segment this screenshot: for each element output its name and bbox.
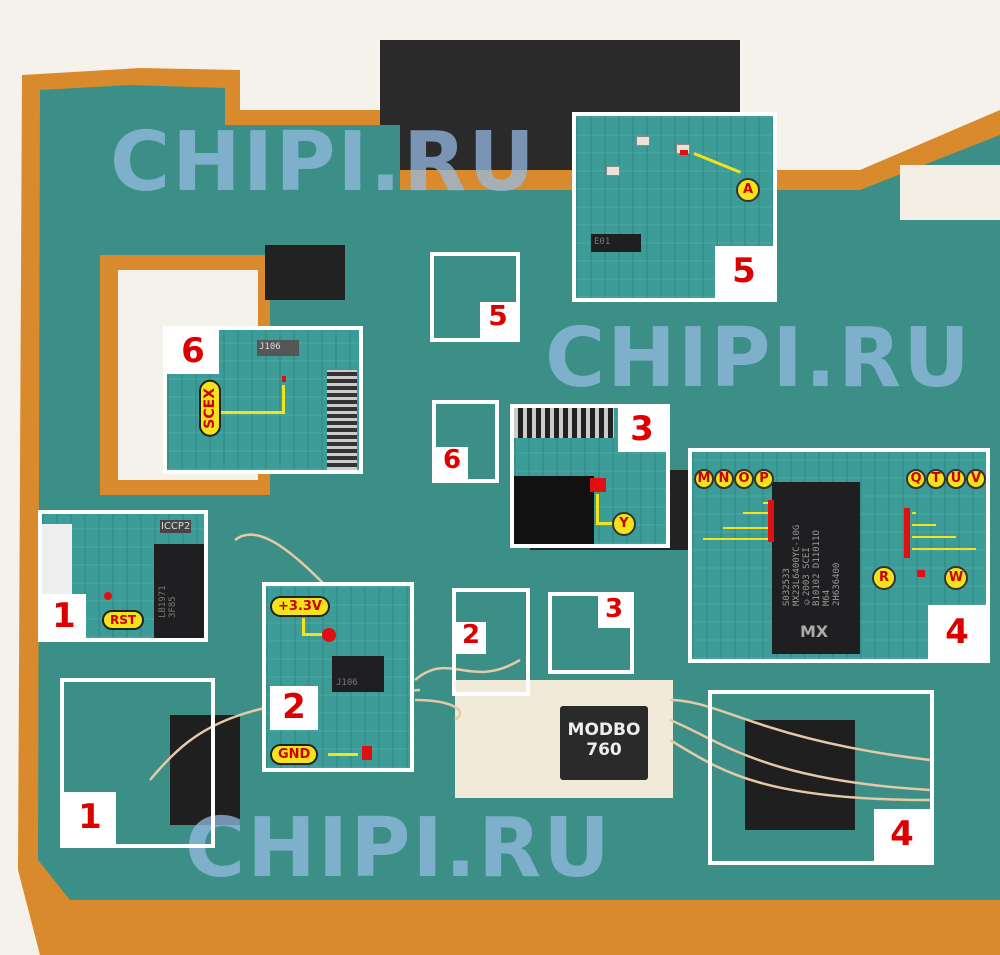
point-a: [680, 150, 688, 155]
inset-4: S032533 MX23L6400YC-10G ©2003 SCEI B1010…: [688, 448, 990, 663]
pin-v: V: [966, 469, 986, 489]
connector: [42, 524, 72, 594]
watermark: CHIPI.RU: [185, 801, 612, 896]
box-number: 6: [436, 447, 468, 479]
chip-label-line2: 760: [586, 740, 622, 760]
trace-pad: [514, 476, 594, 544]
location-box-3: 3: [548, 592, 634, 674]
watermark: CHIPI.RU: [110, 115, 537, 210]
pin-w: W: [944, 566, 968, 590]
box-number: 5: [480, 302, 516, 338]
watermark: CHIPI.RU: [545, 311, 972, 406]
pin-a: A: [736, 178, 760, 202]
ic-chip: [265, 245, 345, 300]
ic-pins: [327, 370, 357, 470]
pin-q: Q: [906, 469, 926, 489]
pin-r: R: [872, 566, 896, 590]
pin-u: U: [946, 469, 966, 489]
point-y: [590, 478, 606, 492]
pin-t: T: [926, 469, 946, 489]
inset-number: 1: [42, 594, 86, 638]
box-number: 2: [456, 622, 486, 654]
location-box-6: 6: [432, 400, 499, 483]
arrow: [212, 411, 285, 414]
ic-chip: [170, 715, 240, 825]
box-number: 4: [874, 809, 930, 861]
inset-1: LB1971 3F85 ICCP2 RST 1: [38, 510, 208, 642]
point-w: [917, 570, 925, 577]
pin-n: N: [714, 469, 734, 489]
inset-5: E01 A 5: [572, 112, 777, 302]
pin-m: M: [694, 469, 714, 489]
arrow: [596, 494, 599, 524]
location-box-4: 4: [708, 690, 934, 865]
inset-number: 2: [270, 686, 318, 730]
box-number: 3: [598, 596, 630, 628]
pin-p: P: [754, 469, 774, 489]
point-scex: [282, 376, 286, 382]
location-box-5: 5: [430, 252, 520, 342]
arrow: [693, 152, 741, 174]
inset-2: +3.3V J106 2 GND: [262, 582, 414, 772]
mx-logo: MX: [800, 622, 829, 641]
power-connector: [900, 165, 1000, 220]
ref-label: J106: [332, 656, 384, 692]
vcc-label: +3.3V: [270, 596, 330, 617]
location-box-1: 1: [60, 678, 215, 848]
rom-chip-text: S032533 MX23L6400YC-10G ©2003 SCEI B1010…: [778, 486, 854, 610]
arrow: [596, 522, 614, 525]
inset-number: 3: [618, 408, 666, 452]
ref-label: E01: [591, 234, 641, 252]
pin-y: Y: [612, 512, 636, 536]
point-gnd: [362, 746, 372, 760]
chip-text: LB1971 3F85: [154, 544, 204, 638]
rst-label: RST: [102, 610, 145, 630]
gnd-label: GND: [270, 744, 319, 765]
ic-pins: [514, 408, 614, 438]
inset-6: 6 J106 SCEX: [163, 326, 363, 474]
point-rst: [104, 592, 112, 600]
scex-label: SCEX: [199, 380, 221, 437]
inset-3: Y 3: [510, 404, 670, 548]
mod-wires: [149, 533, 931, 802]
modbo-chip: MODBO 760: [560, 706, 648, 780]
pin-o: O: [734, 469, 754, 489]
inset-number: 5: [715, 246, 773, 298]
inset-number: 6: [167, 330, 219, 374]
location-box-2: 2: [452, 588, 530, 696]
box-number: 1: [64, 792, 116, 844]
chip-label-line1: MODBO: [567, 720, 641, 740]
inset-number: 4: [928, 605, 986, 659]
arrow: [282, 385, 285, 413]
ref-label: J106: [257, 340, 299, 356]
ic-chip: [745, 720, 855, 830]
ref-label: ICCP2: [160, 520, 192, 533]
point-3v3: [322, 628, 336, 642]
